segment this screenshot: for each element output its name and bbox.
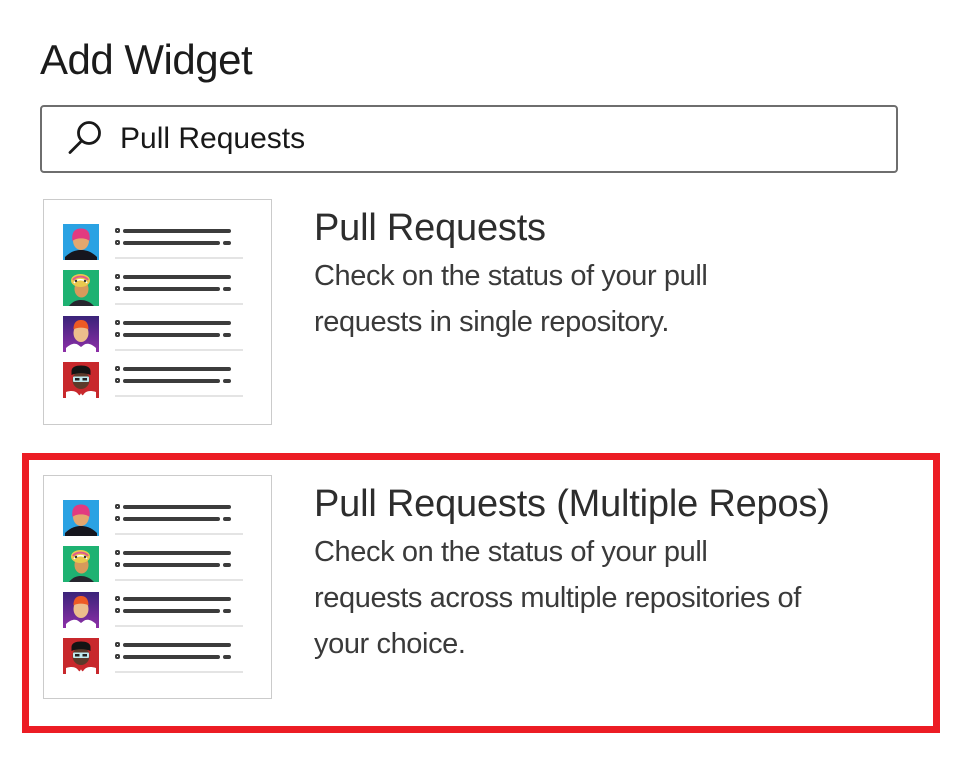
row-separator	[115, 533, 243, 535]
avatar-person-pink-beanie-icon	[63, 500, 99, 536]
widget-description: Check on the status of your pull request…	[314, 536, 801, 660]
placeholder-bar	[115, 238, 231, 247]
widget-title: Pull Requests (Multiple Repos)	[314, 483, 830, 525]
widget-search-box[interactable]	[40, 105, 898, 173]
row-separator	[115, 625, 243, 627]
preview-row	[63, 592, 257, 632]
avatar-person-black-hat-icon	[63, 362, 99, 398]
preview-row	[63, 638, 257, 678]
placeholder-text-bars	[115, 316, 257, 356]
placeholder-bar	[115, 652, 231, 661]
row-separator	[115, 579, 243, 581]
placeholder-bar	[115, 364, 231, 373]
widget-preview-image	[43, 199, 272, 425]
widget-search-input[interactable]	[120, 111, 896, 167]
placeholder-bar	[115, 594, 231, 603]
placeholder-bar	[115, 318, 231, 327]
placeholder-bar	[115, 606, 231, 615]
widget-card-pull-requests-multiple-repos[interactable]: Pull Requests (Multiple Repos) Check on …	[43, 475, 923, 699]
row-separator	[115, 349, 243, 351]
preview-row	[63, 546, 257, 586]
widget-card-text: Pull Requests Check on the status of you…	[314, 205, 914, 345]
placeholder-bar	[115, 548, 231, 557]
avatar-person-turban-icon	[63, 270, 99, 306]
placeholder-bar	[115, 376, 231, 385]
widget-title: Pull Requests	[314, 207, 546, 249]
placeholder-bar	[115, 330, 231, 339]
placeholder-text-bars	[115, 362, 257, 402]
preview-row	[63, 500, 257, 540]
avatar-person-black-hat-icon	[63, 638, 99, 674]
avatar-person-pink-beanie-icon	[63, 224, 99, 260]
placeholder-text-bars	[115, 546, 257, 586]
avatar-person-orange-cap-icon	[63, 316, 99, 352]
preview-row	[63, 270, 257, 310]
placeholder-text-bars	[115, 638, 257, 678]
selection-highlight-border	[22, 453, 940, 733]
placeholder-bar	[115, 284, 231, 293]
widget-card-text: Pull Requests (Multiple Repos) Check on …	[314, 481, 914, 667]
placeholder-bar	[115, 272, 231, 281]
page-title: Add Widget	[40, 36, 253, 83]
avatar-person-orange-cap-icon	[63, 592, 99, 628]
placeholder-text-bars	[115, 592, 257, 632]
placeholder-bar	[115, 502, 231, 511]
widget-description: Check on the status of your pull request…	[314, 260, 708, 338]
widget-preview-image	[43, 475, 272, 699]
preview-row	[63, 316, 257, 356]
preview-row	[63, 362, 257, 402]
row-separator	[115, 303, 243, 305]
row-separator	[115, 395, 243, 397]
placeholder-text-bars	[115, 224, 257, 264]
row-separator	[115, 671, 243, 673]
placeholder-bar	[115, 514, 231, 523]
row-separator	[115, 257, 243, 259]
search-icon	[68, 121, 101, 154]
placeholder-bar	[115, 226, 231, 235]
placeholder-bar	[115, 640, 231, 649]
preview-row	[63, 224, 257, 264]
placeholder-text-bars	[115, 270, 257, 310]
avatar-person-turban-icon	[63, 546, 99, 582]
placeholder-bar	[115, 560, 231, 569]
widget-card-pull-requests[interactable]: Pull Requests Check on the status of you…	[43, 199, 923, 425]
placeholder-text-bars	[115, 500, 257, 540]
